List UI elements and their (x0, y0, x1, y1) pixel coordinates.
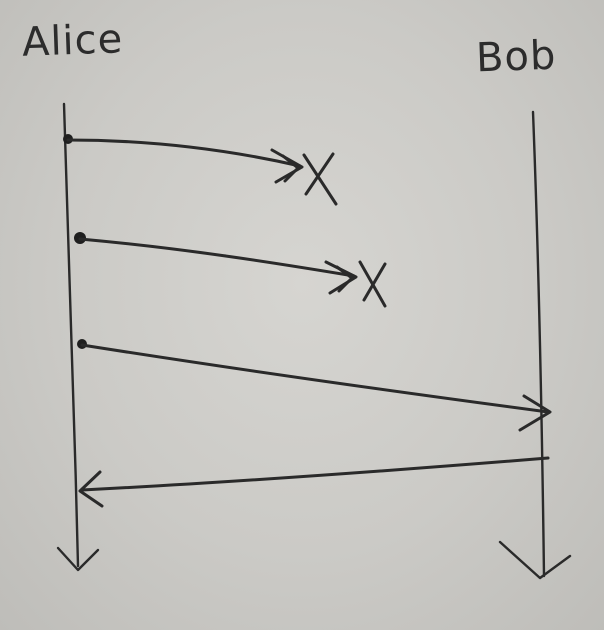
message-lost-1 (63, 134, 338, 206)
bob-lifeline (498, 110, 572, 580)
message-lost-2 (74, 232, 387, 308)
message-bob-to-alice (78, 456, 550, 508)
lost-x-icon (302, 152, 338, 206)
alice-lifeline (56, 102, 100, 572)
message-alice-to-bob (77, 339, 552, 432)
lost-x-icon (358, 260, 387, 308)
